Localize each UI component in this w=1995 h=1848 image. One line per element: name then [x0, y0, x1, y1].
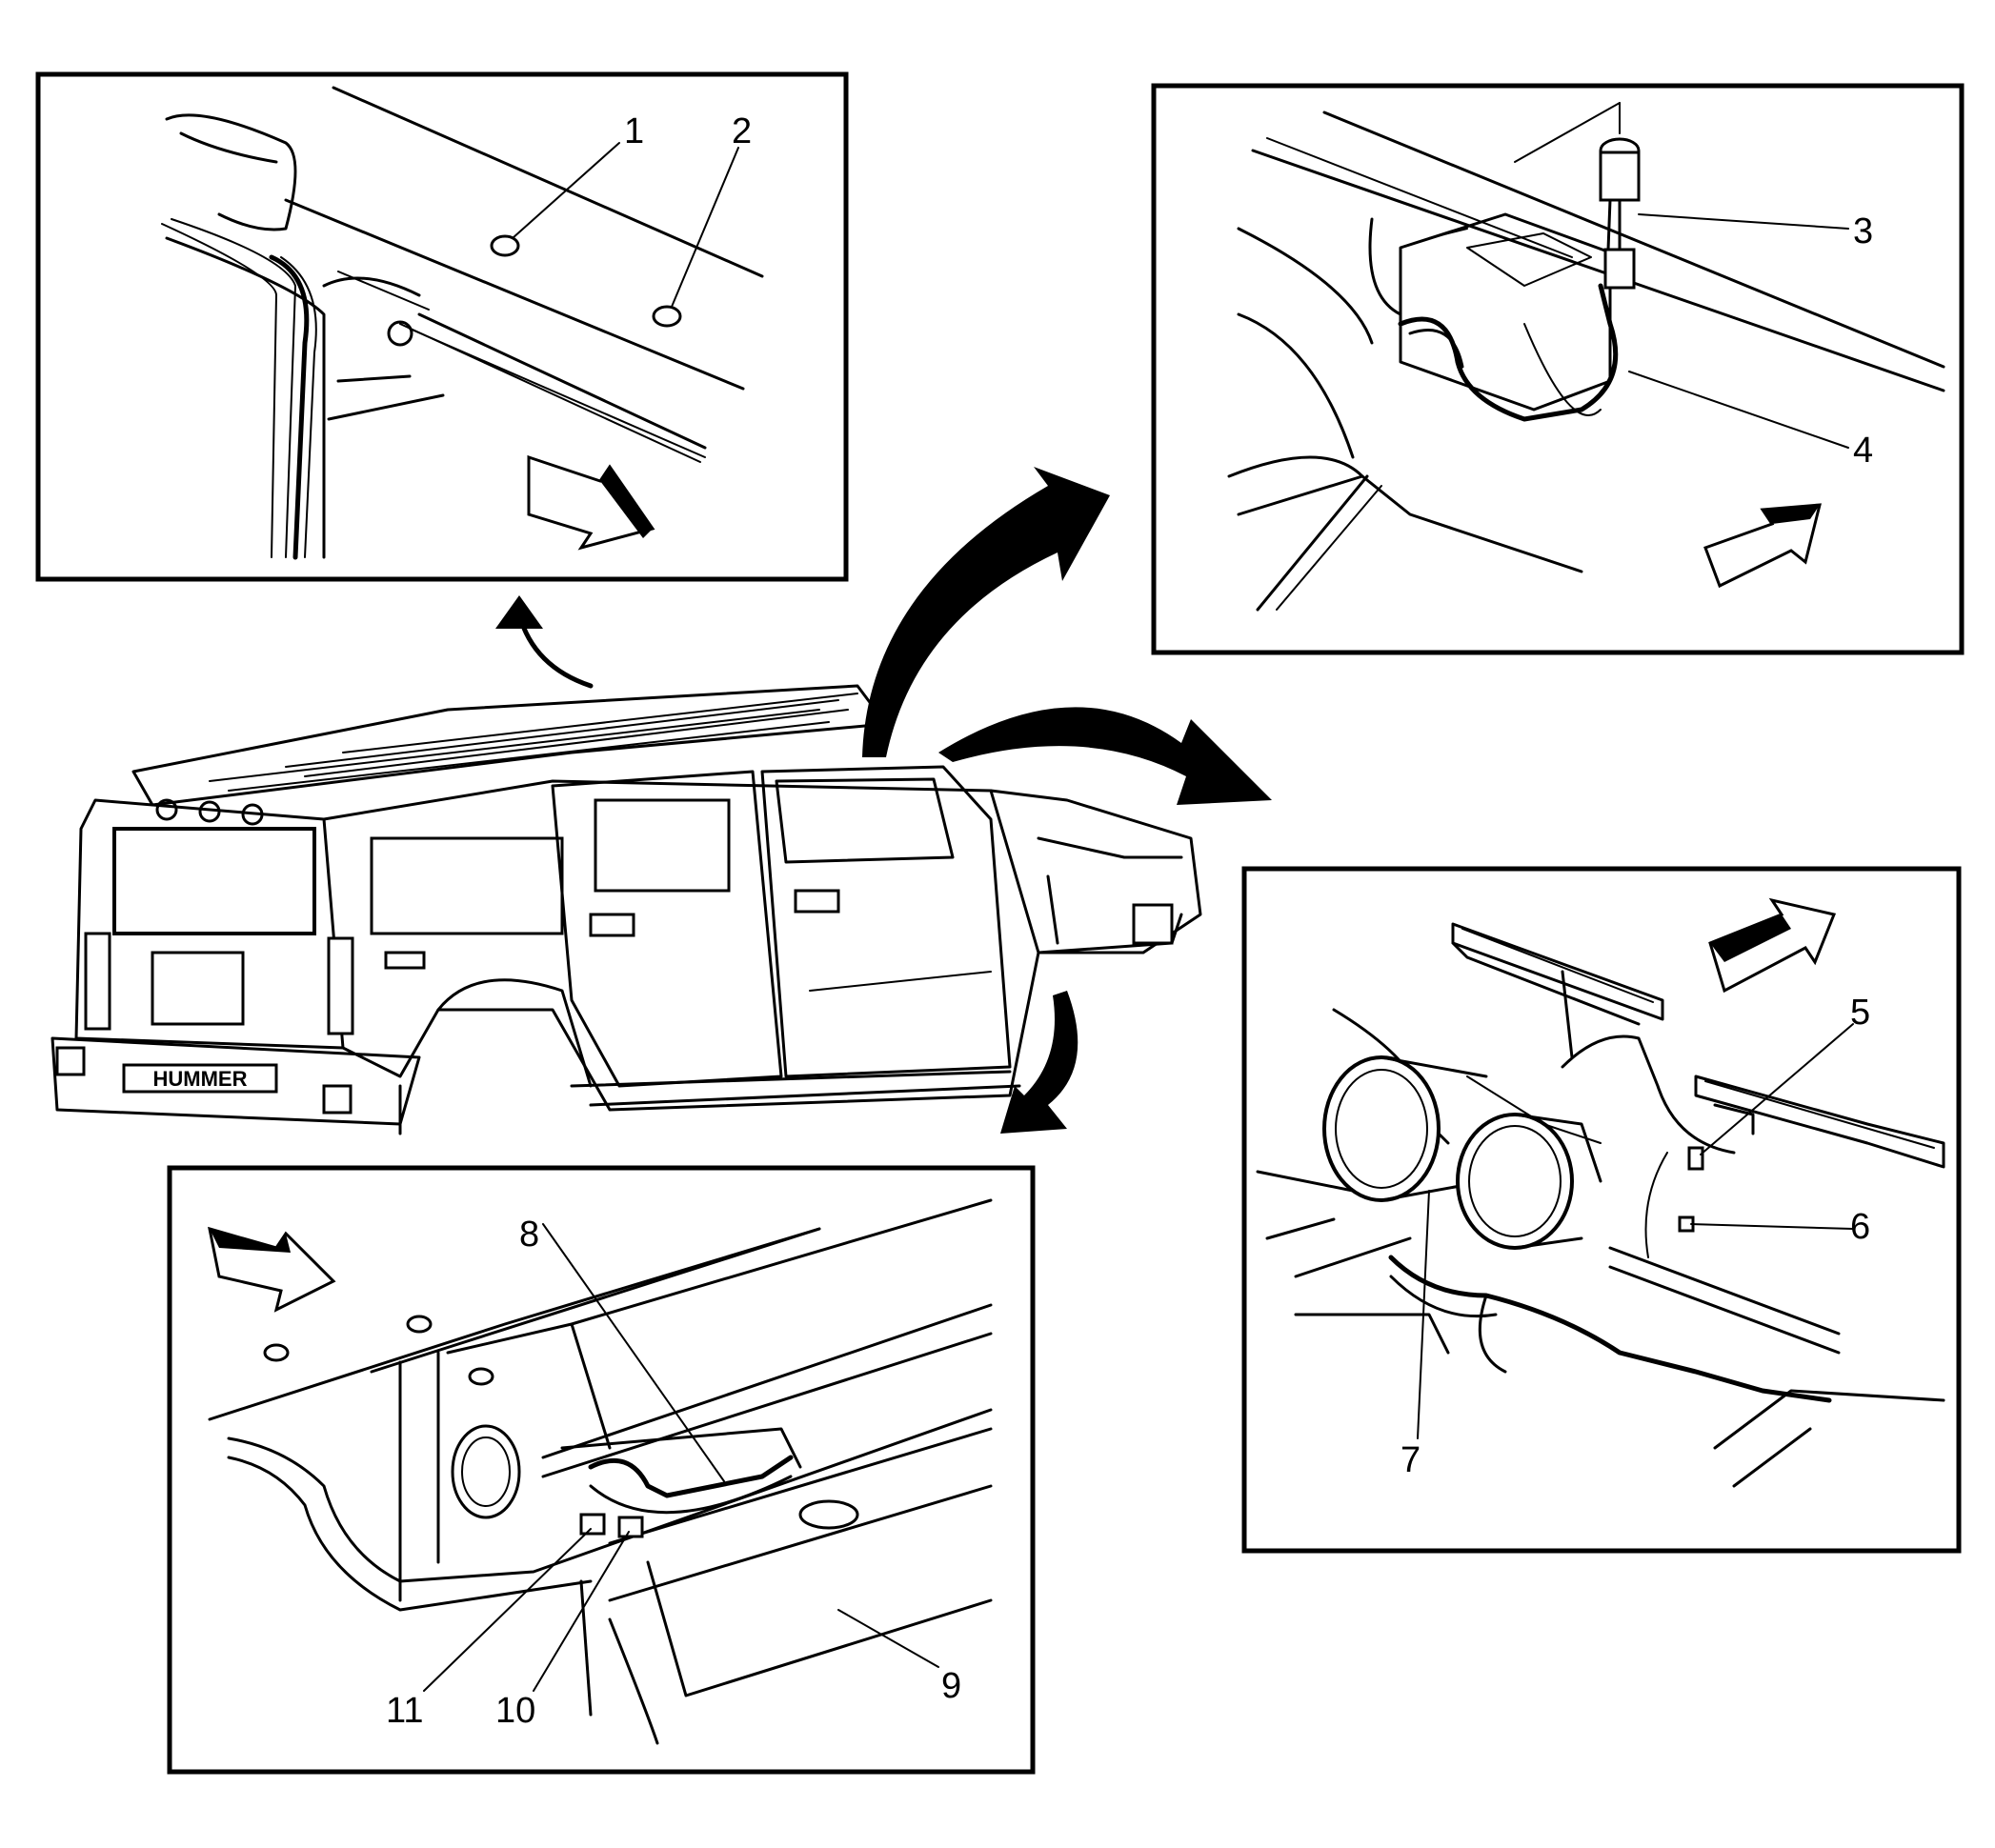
callout-11: 11	[386, 1691, 423, 1731]
callout-2: 2	[732, 111, 752, 151]
exhaust-pipes	[1322, 1055, 1602, 1250]
locator-arrow-top-left	[495, 595, 594, 689]
leader-line-3b	[1514, 102, 1621, 163]
leader-line-8	[542, 1223, 725, 1482]
callout-6: 6	[1850, 1207, 1870, 1247]
locator-arrow-bottom	[1000, 991, 1078, 1134]
callout-1: 1	[624, 111, 644, 151]
forward-direction-arrow-top-left	[527, 454, 655, 551]
leader-line-5	[1700, 1023, 1854, 1155]
forward-direction-arrow-right	[1708, 897, 1837, 994]
locator-arrow-right	[938, 707, 1272, 805]
leader-line-4	[1628, 371, 1849, 449]
locator-arrow-top-right	[862, 467, 1110, 757]
callout-9: 9	[941, 1666, 961, 1706]
rear-quarter-window	[370, 836, 564, 935]
leader-line-6	[1690, 1223, 1854, 1230]
vehicle-body-illustration: HUMMER	[50, 684, 1202, 1135]
license-plate	[151, 951, 245, 1026]
detail-frame-top-right	[1151, 83, 1965, 655]
leader-line-3	[1638, 213, 1849, 230]
detail-frame-top-left	[35, 71, 849, 582]
front-door	[760, 765, 1012, 1078]
clip-5	[1687, 1146, 1704, 1171]
callout-4: 4	[1853, 431, 1873, 471]
detail-view-top-left	[35, 71, 849, 582]
rear-badge	[122, 1063, 278, 1094]
harness-8	[588, 1455, 794, 1498]
callout-8: 8	[519, 1215, 539, 1255]
callout-7: 7	[1401, 1440, 1421, 1480]
leader-line-10	[533, 1531, 630, 1692]
front-door-handle	[794, 889, 840, 914]
callout-10: 10	[495, 1691, 535, 1731]
grommet-2	[652, 305, 682, 328]
leader-line-2	[671, 147, 739, 308]
forward-direction-arrow-top-right	[1703, 503, 1822, 589]
grommet-1	[490, 234, 520, 257]
connector-10	[617, 1516, 644, 1538]
rear-window	[112, 827, 316, 935]
leader-line-7	[1417, 1190, 1430, 1439]
detail-view-right	[1241, 866, 1962, 1554]
detail-view-top-right	[1151, 83, 1965, 655]
forward-direction-arrow-bottom-left	[208, 1226, 336, 1313]
leader-line-11	[423, 1528, 592, 1692]
callout-5: 5	[1850, 993, 1870, 1033]
leader-line-9	[837, 1609, 939, 1668]
connector-3	[1599, 137, 1641, 290]
connector-11	[579, 1513, 606, 1536]
leader-line-1	[512, 142, 620, 239]
detail-view-bottom-left	[167, 1165, 1036, 1775]
rear-badge-text: HUMMER	[153, 1067, 248, 1091]
rear-door-handle	[589, 913, 635, 937]
callout-3: 3	[1853, 211, 1873, 251]
